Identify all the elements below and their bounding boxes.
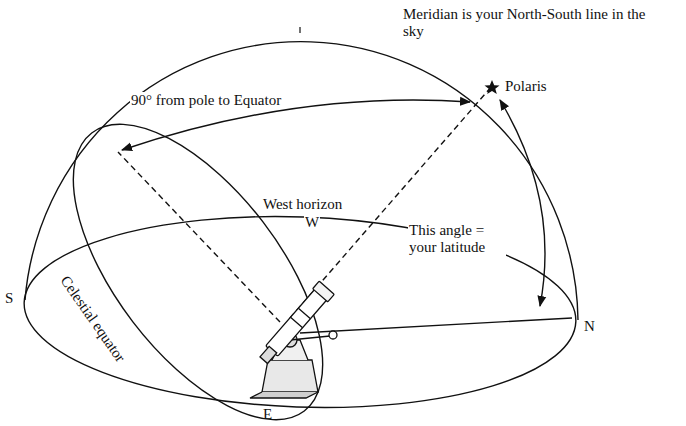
equator-radius-line (118, 152, 280, 322)
direction-letter: N (583, 318, 596, 335)
equator-label: Celestial equator (56, 272, 129, 366)
horizon-ellipse (21, 207, 579, 416)
direction-letter: E (262, 406, 273, 423)
direction-letter: S (4, 290, 14, 307)
latitude-arrow (500, 100, 545, 306)
telescope-illustration (250, 281, 337, 398)
latitude-note: This angle = your latitude (408, 222, 506, 256)
horizon-label: West horizon (262, 196, 343, 213)
polaris-star (485, 80, 500, 94)
celestial-equator-ellipse (27, 83, 370, 426)
north-line (300, 318, 572, 333)
star-name: Polaris (504, 78, 548, 95)
meridian-arc (25, 42, 578, 320)
angle-note: 90° from pole to Equator (130, 92, 282, 109)
meridian-note: Meridian is your North-South line in the… (402, 6, 654, 40)
zenith-tick (299, 27, 300, 33)
direction-letter: W (304, 214, 320, 231)
